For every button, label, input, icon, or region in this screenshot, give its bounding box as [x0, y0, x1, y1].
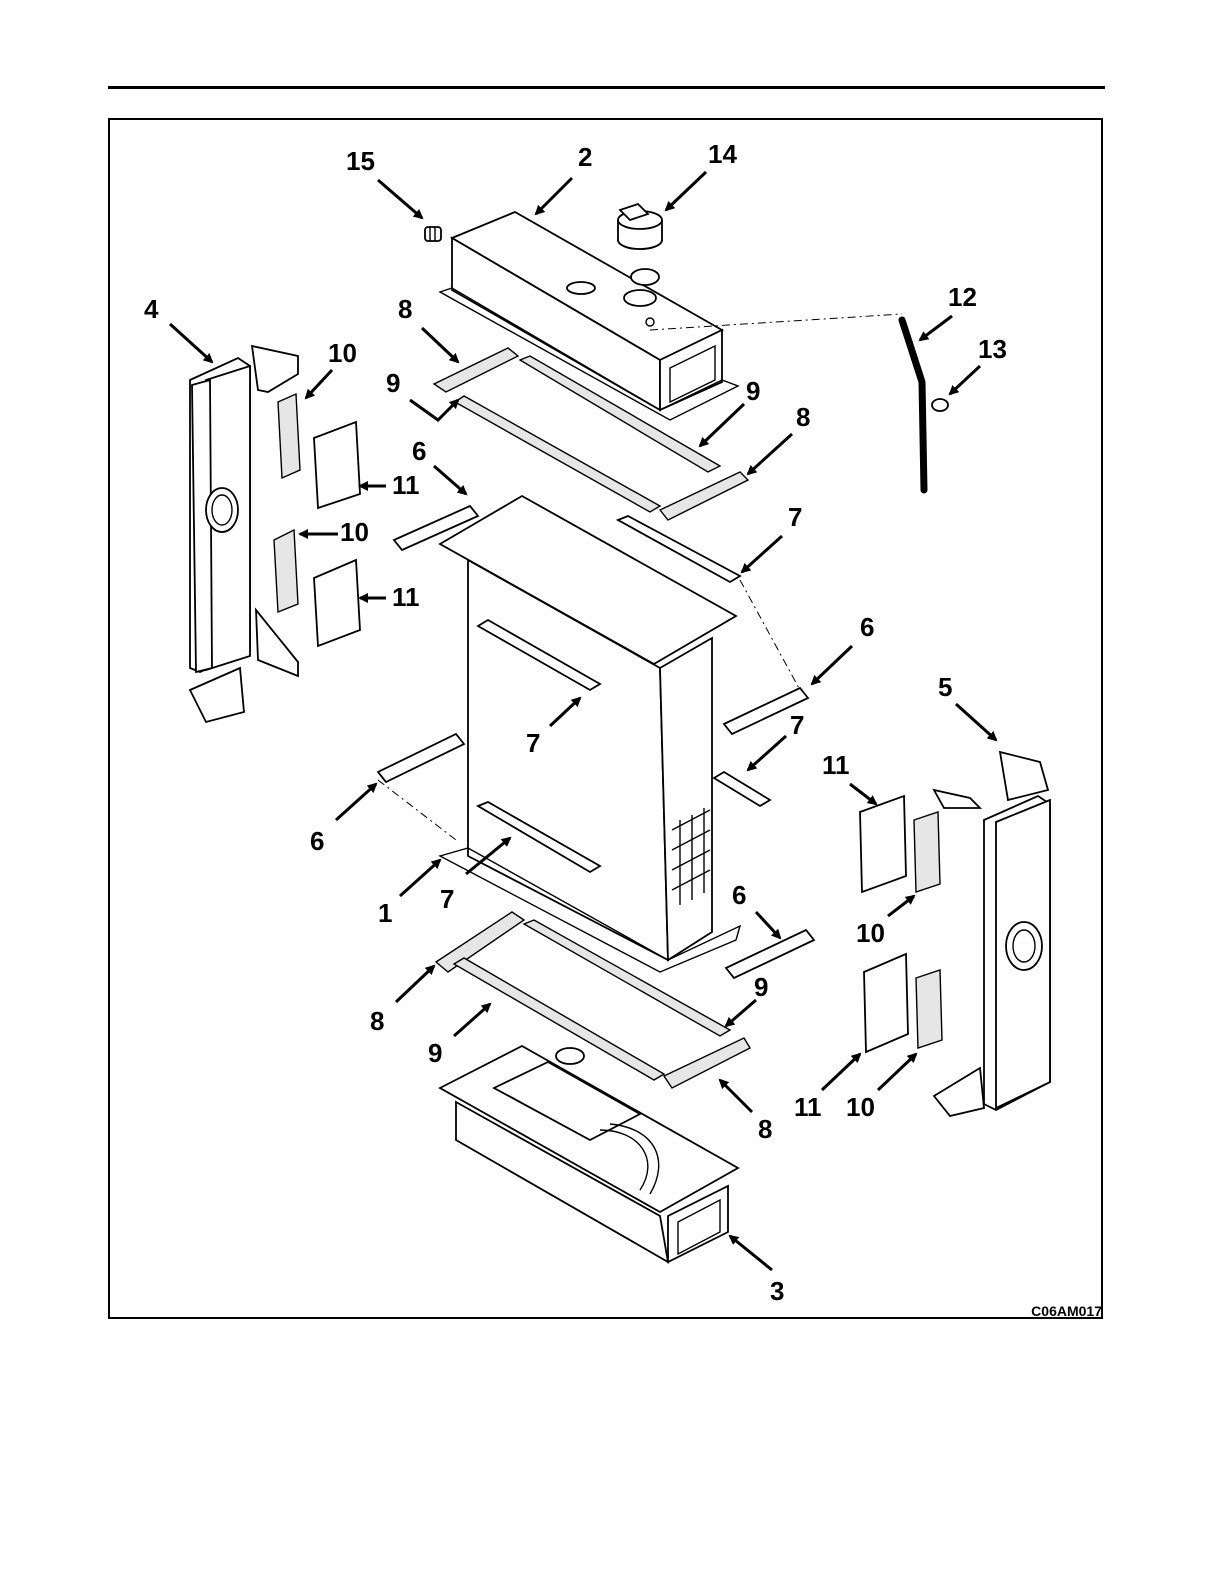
callout-6-lower-right: 6: [732, 880, 746, 910]
callout-11-upper-left: 11: [392, 470, 420, 500]
callout-7-upper-right: 7: [788, 502, 802, 532]
callout-4: 4: [144, 294, 159, 324]
bottom-tank: [440, 1046, 738, 1262]
callout-9-lower-left: 9: [428, 1038, 442, 1068]
drain-plug: [425, 227, 441, 241]
callout-6-left: 6: [310, 826, 324, 856]
callout-6-upper-left: 6: [412, 436, 426, 466]
callout-7-right: 7: [790, 710, 804, 740]
callout-7-lower: 7: [440, 884, 454, 914]
callout-8-lower-right: 8: [758, 1114, 772, 1144]
top-tank: [440, 212, 738, 420]
callout-11-lower-left: 11: [392, 582, 420, 612]
callout-13: 13: [978, 334, 1007, 364]
callout-8-upper-right: 8: [796, 402, 810, 432]
callout-8-lower-left: 8: [370, 1006, 384, 1036]
callout-14: 14: [708, 139, 737, 169]
callout-9-upper-left: 9: [386, 368, 400, 398]
callout-10-lower-left: 10: [340, 517, 369, 547]
callout-5: 5: [938, 672, 952, 702]
callout-1: 1: [378, 898, 392, 928]
callout-11-lower-right: 11: [794, 1092, 822, 1122]
callout-15: 15: [346, 146, 375, 176]
callout-9-lower-right: 9: [754, 972, 768, 1002]
callout-12: 12: [948, 282, 977, 312]
callout-10-upper-right: 10: [856, 918, 885, 948]
callout-10-lower-right: 10: [846, 1092, 875, 1122]
callout-3: 3: [770, 1276, 784, 1306]
callout-11-upper-right: 11: [822, 750, 850, 780]
figure-id-code: C06AM017: [1031, 1303, 1102, 1319]
callout-6-middle-right: 6: [860, 612, 874, 642]
callout-2: 2: [578, 142, 592, 172]
callout-10-upper-left: 10: [328, 338, 357, 368]
callout-7-middle: 7: [526, 728, 540, 758]
callout-8-upper-left: 8: [398, 294, 412, 324]
right-side-frame: [934, 752, 1050, 1116]
radiator-cap: [618, 204, 662, 249]
radiator-core: [440, 496, 740, 972]
callout-9-upper-right: 9: [746, 376, 760, 406]
